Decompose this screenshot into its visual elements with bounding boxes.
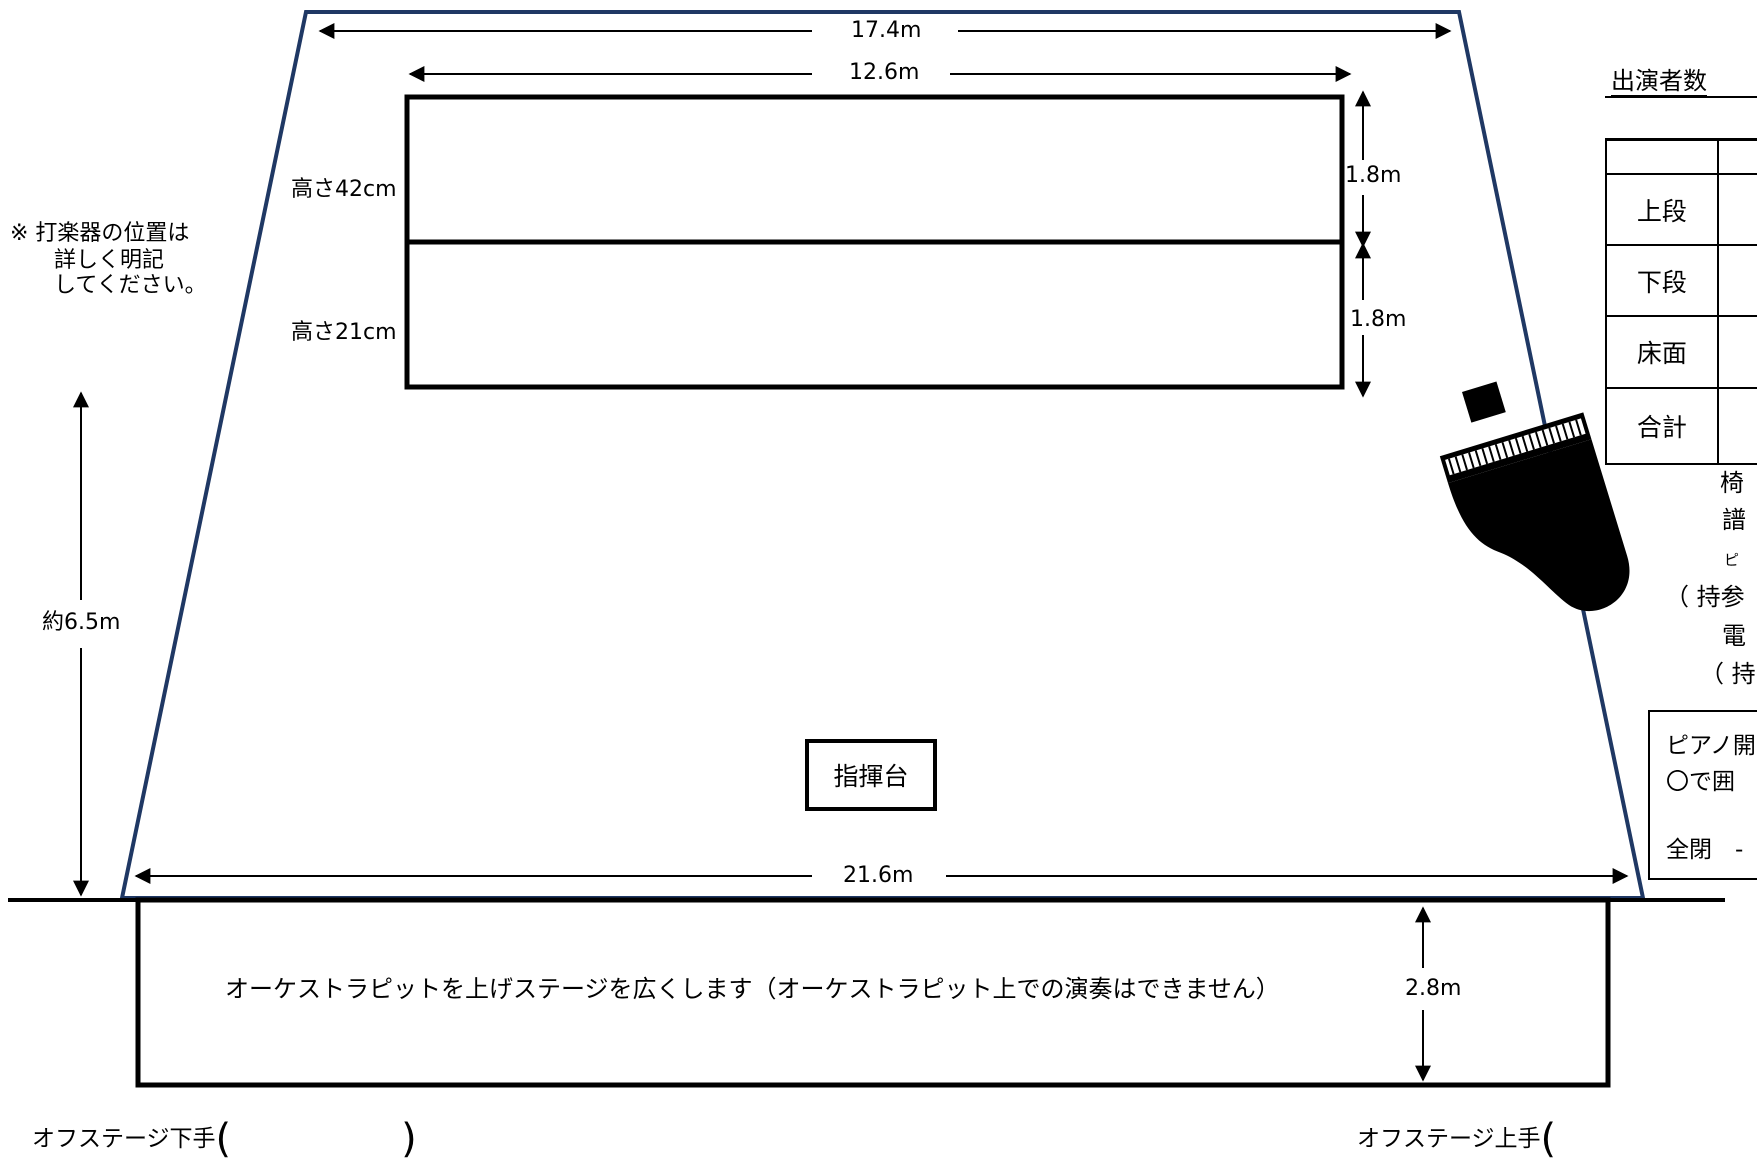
table-header-cell (1605, 139, 1719, 175)
side-note-chair: 椅 (1720, 469, 1744, 497)
table-row-label: 下段 (1605, 244, 1719, 317)
offstage-right: オフステージ上手( (1357, 1110, 1556, 1162)
offstage-left-paren-open: ( (215, 1116, 232, 1162)
table-row: 床面 (1605, 315, 1757, 389)
side-note-stand: 譜 (1722, 506, 1746, 534)
percussion-note-line1: ※ 打楽器の位置は (10, 221, 190, 246)
table-header-cell (1716, 139, 1757, 175)
table-row-label: 床面 (1605, 315, 1719, 389)
piano-lid-line3: 全閉 - (1666, 837, 1744, 863)
riser-height-upper: 高さ42cm (291, 177, 397, 202)
dim-label-pit-depth: 2.8m (1405, 976, 1462, 1001)
table-row-label: 上段 (1605, 173, 1719, 246)
side-note-bring1: （ 持参 (1665, 583, 1745, 611)
side-note-bring2: （ 持 (1700, 660, 1756, 688)
offstage-left-paren-close: ) (401, 1116, 417, 1162)
dim-label-stage-depth: 約6.5m (42, 610, 121, 635)
riser-lower (404, 239, 1345, 390)
orchestra-pit (135, 897, 1611, 1088)
side-note-piano: ピ (1724, 551, 1740, 569)
performer-count-table: 上段 下段 床面 合計 (1605, 139, 1757, 465)
dim-label-upper-depth: 1.8m (1345, 163, 1402, 188)
table-header-row (1605, 139, 1757, 175)
table-row-label: 合計 (1605, 387, 1719, 465)
offstage-left-label: オフステージ下手 (32, 1126, 216, 1152)
dim-label-riser-width: 12.6m (849, 60, 920, 85)
offstage-right-label: オフステージ上手 (1357, 1126, 1541, 1152)
table-cell (1716, 173, 1757, 246)
dim-label-front-width: 21.6m (843, 863, 914, 888)
table-row: 合計 (1605, 387, 1757, 465)
section-title-underline (1605, 96, 1757, 98)
percussion-note-line3: してください。 (54, 273, 207, 298)
table-cell (1716, 244, 1757, 317)
conductor-podium-label: 指揮台 (833, 762, 909, 791)
piano-lid-box: ピアノ開 〇で囲 全閉 - (1648, 710, 1757, 880)
dim-label-top-width: 17.4m (851, 18, 922, 43)
dim-label-lower-depth: 1.8m (1350, 307, 1407, 332)
table-cell (1716, 315, 1757, 389)
table-cell (1716, 387, 1757, 465)
side-note-electric: 電 (1722, 622, 1746, 650)
table-row: 上段 (1605, 173, 1757, 246)
riser-upper (404, 94, 1345, 245)
riser-height-lower: 高さ21cm (291, 320, 397, 345)
piano-lid-line1: ピアノ開 (1666, 733, 1756, 759)
table-row: 下段 (1605, 244, 1757, 317)
pit-note: オーケストラピットを上げステージを広くします（オーケストラピット上での演奏はでき… (225, 975, 1280, 1003)
conductor-podium: 指揮台 (805, 739, 937, 811)
percussion-note-line2: 詳しく明記 (54, 248, 165, 273)
offstage-right-paren-open: ( (1540, 1116, 1557, 1162)
section-title: 出演者数 (1611, 67, 1707, 95)
piano-lid-line2: 〇で囲 (1666, 769, 1735, 795)
grand-piano-icon (1439, 381, 1630, 612)
offstage-left: オフステージ下手() (32, 1110, 417, 1162)
